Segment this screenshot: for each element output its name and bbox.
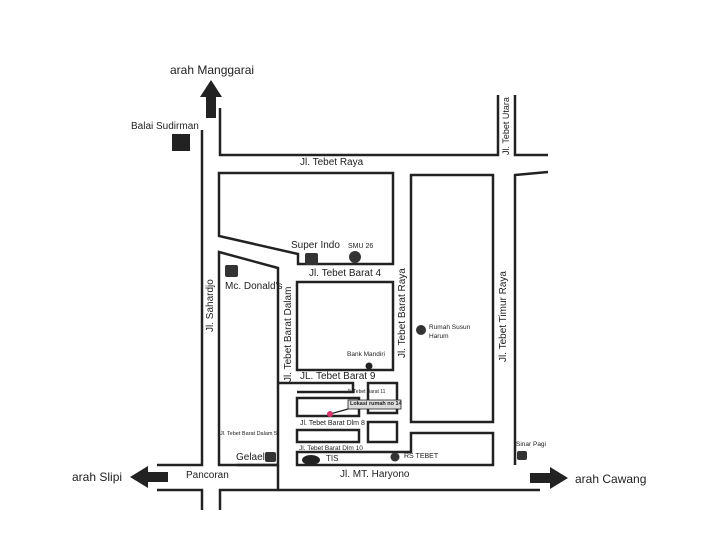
arrow-east-icon: [530, 467, 568, 489]
street-tebet-timur-raya: Jl. Tebet Timur Raya: [498, 271, 509, 362]
label-super-indo: Super Indo: [291, 240, 340, 251]
block-bank-mandiri: [295, 280, 395, 372]
road-tebet-raya-south: [218, 95, 500, 157]
label-sinar-pagi: Sinar Pagi: [516, 441, 546, 448]
location-marker: [327, 411, 333, 417]
street-tebet-barat-dalam: Jl. Tebet Barat Dalam: [283, 286, 294, 382]
block-east: [513, 170, 549, 465]
block-tb11: [366, 381, 399, 415]
block-tis: [295, 431, 495, 467]
smu-26-marker: [349, 251, 361, 263]
balai-sudirman-marker: [172, 134, 190, 151]
tis-marker: [302, 455, 320, 465]
street-tebet-utara: Jl. Tebet Utara: [501, 97, 511, 155]
street-tebet-barat-dalam-5: Jl. Tebet Barat Dalam 5: [220, 431, 278, 437]
block-tb9: [278, 381, 355, 394]
street-tebet-raya: Jl. Tebet Raya: [300, 157, 364, 168]
label-rs-tebet: RS TEBET: [404, 453, 439, 460]
label-balai-sudirman: Balai Sudirman: [131, 121, 199, 132]
street-tebet-barat-dlm-10: Jl. Tebet Barat Dlm 10: [299, 445, 363, 452]
block-super-indo: [217, 171, 395, 266]
street-tebet-barat-4: Jl. Tebet Barat 4: [309, 268, 382, 279]
street-sahardjo: Jl. Sahardjo: [205, 279, 216, 332]
street-tebet-barat-11: Jl. Tebet Barat 11: [347, 389, 386, 395]
road-tebet-raya-east: [513, 95, 548, 157]
direction-east: arah Cawang: [575, 472, 647, 486]
mcdonalds-marker: [225, 265, 238, 277]
block-rumah-susun: [409, 173, 495, 424]
road-mt-haryono-south: [218, 488, 540, 510]
label-mcdonalds: Mc. Donald's: [225, 281, 283, 292]
rumah-susun-marker: [416, 325, 426, 335]
street-tebet-barat-dlm-8: Jl. Tebet Barat Dlm 8: [300, 420, 365, 427]
direction-west: arah Slipi: [72, 470, 123, 484]
direction-north: arah Manggarai: [170, 63, 255, 77]
location-label-box: [347, 399, 402, 410]
arrow-north-icon: [200, 80, 222, 118]
label-gelael: Gelael: [236, 452, 265, 463]
label-bank-mandiri: Bank Mandiri: [347, 351, 385, 358]
bank-mandiri-marker: [365, 362, 373, 370]
label-smu-26: SMU 26: [348, 243, 374, 250]
road-west-edge-south: [157, 488, 204, 510]
road-west-edge: [157, 130, 204, 467]
sinar-pagi-marker: [517, 451, 527, 460]
label-tis: TIS: [326, 454, 339, 463]
block-dlm8-east: [366, 420, 399, 444]
label-rumah-susun-harum: Harum: [429, 333, 449, 340]
street-tebet-barat-raya: Jl. Tebet Barat Raya: [397, 268, 408, 358]
gelael-marker: [265, 452, 276, 462]
street-pancoran: Pancoran: [186, 470, 229, 481]
rs-tebet-marker: [390, 452, 400, 462]
label-location: Lokasi rumah no 14: [350, 401, 402, 407]
arrow-west-icon: [130, 466, 168, 488]
block-dlm8: [295, 428, 361, 444]
location-pointer: [329, 408, 349, 415]
street-mt-haryono: Jl. MT. Haryono: [340, 469, 410, 480]
super-indo-marker: [305, 253, 318, 265]
label-rumah-susun: Rumah Susun: [429, 324, 471, 331]
street-tebet-barat-9: JL. Tebet Barat 9: [300, 371, 376, 382]
